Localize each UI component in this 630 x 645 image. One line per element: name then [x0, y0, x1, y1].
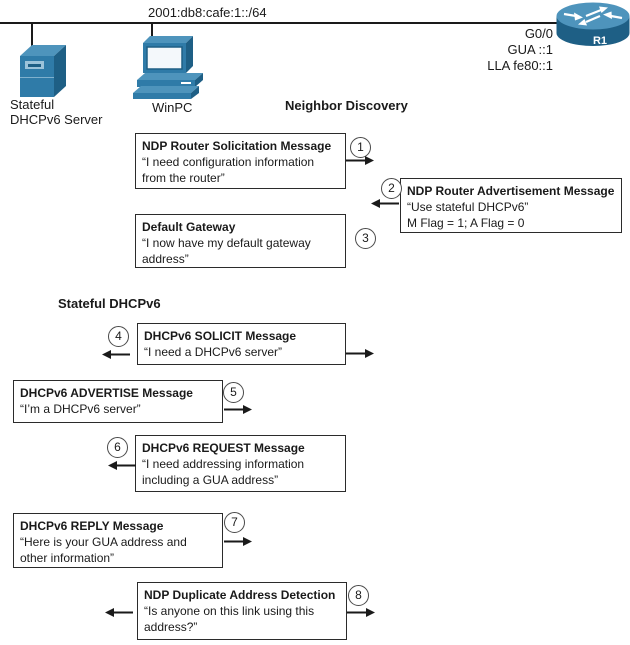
message-2-body: “Use stateful DHCPv6” — [407, 200, 529, 214]
message-4-arrow-left — [102, 350, 130, 359]
router-info-labels: G0/0 GUA ::1 LLA fe80::1 — [487, 26, 553, 74]
message-6-arrow-left — [108, 461, 136, 470]
network-prefix-label: 2001:db8:cafe:1::/64 — [148, 5, 267, 20]
message-8-arrow-left — [105, 608, 133, 617]
server-label-line2: DHCPv6 Server — [10, 112, 103, 127]
winpc-icon — [133, 36, 203, 99]
server-label-line1: Stateful — [10, 97, 55, 112]
message-box-5: DHCPv6 ADVERTISE Message “I’m a DHCPv6 s… — [13, 380, 223, 423]
message-8-arrow-right — [347, 608, 375, 617]
message-1-title: NDP Router Solicitation Message — [142, 139, 332, 153]
step-7-badge: 7 — [224, 512, 245, 533]
router-interface-label: G0/0 — [524, 26, 553, 41]
step-2-badge: 2 — [381, 178, 402, 199]
message-8-body: “Is anyone on this link using this addre… — [144, 604, 315, 634]
message-1-body: “I need configuration information from t… — [142, 155, 315, 185]
message-7-title: DHCPv6 REPLY Message — [20, 519, 164, 533]
message-8-title: NDP Duplicate Address Detection — [144, 588, 336, 602]
pc-label: WinPC — [152, 100, 193, 115]
router-lla-label: LLA fe80::1 — [487, 58, 553, 73]
section-heading-neighbor-discovery: Neighbor Discovery — [285, 98, 408, 113]
router-arrows-glyph — [563, 6, 623, 26]
message-6-title: DHCPv6 REQUEST Message — [142, 441, 305, 455]
message-box-3: Default Gateway “I now have my default g… — [135, 214, 346, 268]
step-6-badge: 6 — [107, 437, 128, 458]
step-4-badge: 4 — [108, 326, 129, 347]
step-8-badge: 8 — [348, 585, 369, 606]
message-4-title: DHCPv6 SOLICIT Message — [144, 329, 297, 343]
message-2-body2: M Flag = 1; A Flag = 0 — [407, 216, 525, 230]
message-7-body: “Here is your GUA address and other info… — [20, 535, 187, 565]
message-box-4: DHCPv6 SOLICIT Message “I need a DHCPv6 … — [137, 323, 346, 365]
message-box-6: DHCPv6 REQUEST Message “I need addressin… — [135, 435, 346, 492]
message-2-arrow-left — [371, 199, 399, 208]
message-7-arrow-right — [224, 537, 252, 546]
message-4-body: “I need a DHCPv6 server” — [144, 345, 283, 359]
section-heading-stateful-dhcpv6: Stateful DHCPv6 — [58, 296, 161, 311]
message-5-title: DHCPv6 ADVERTISE Message — [20, 386, 193, 400]
message-1-arrow-right — [346, 156, 374, 165]
router-gua-label: GUA ::1 — [507, 42, 553, 57]
message-box-2: NDP Router Advertisement Message “Use st… — [400, 178, 622, 233]
message-5-body: “I’m a DHCPv6 server” — [20, 402, 141, 416]
router-icon: R1 — [556, 2, 630, 47]
message-5-arrow-right — [224, 405, 252, 414]
message-2-title: NDP Router Advertisement Message — [407, 184, 615, 198]
message-4-arrow-right — [346, 349, 374, 358]
step-3-badge: 3 — [355, 228, 376, 249]
message-box-1: NDP Router Solicitation Message “I need … — [135, 133, 346, 189]
server-label: Stateful DHCPv6 Server — [10, 97, 102, 127]
message-box-7: DHCPv6 REPLY Message “Here is your GUA a… — [13, 513, 223, 568]
message-6-body: “I need addressing information including… — [142, 457, 305, 487]
message-3-body: “I now have my default gateway address” — [142, 236, 311, 266]
network-bus-line — [0, 22, 561, 24]
dhcpv6-server-icon — [20, 45, 66, 97]
step-5-badge: 5 — [223, 382, 244, 403]
step-1-badge: 1 — [350, 137, 371, 158]
message-box-8: NDP Duplicate Address Detection “Is anyo… — [137, 582, 347, 640]
server-connector-line — [31, 24, 33, 46]
pc-connector-line — [151, 24, 153, 39]
router-name-label: R1 — [593, 35, 607, 47]
message-3-title: Default Gateway — [142, 220, 236, 234]
